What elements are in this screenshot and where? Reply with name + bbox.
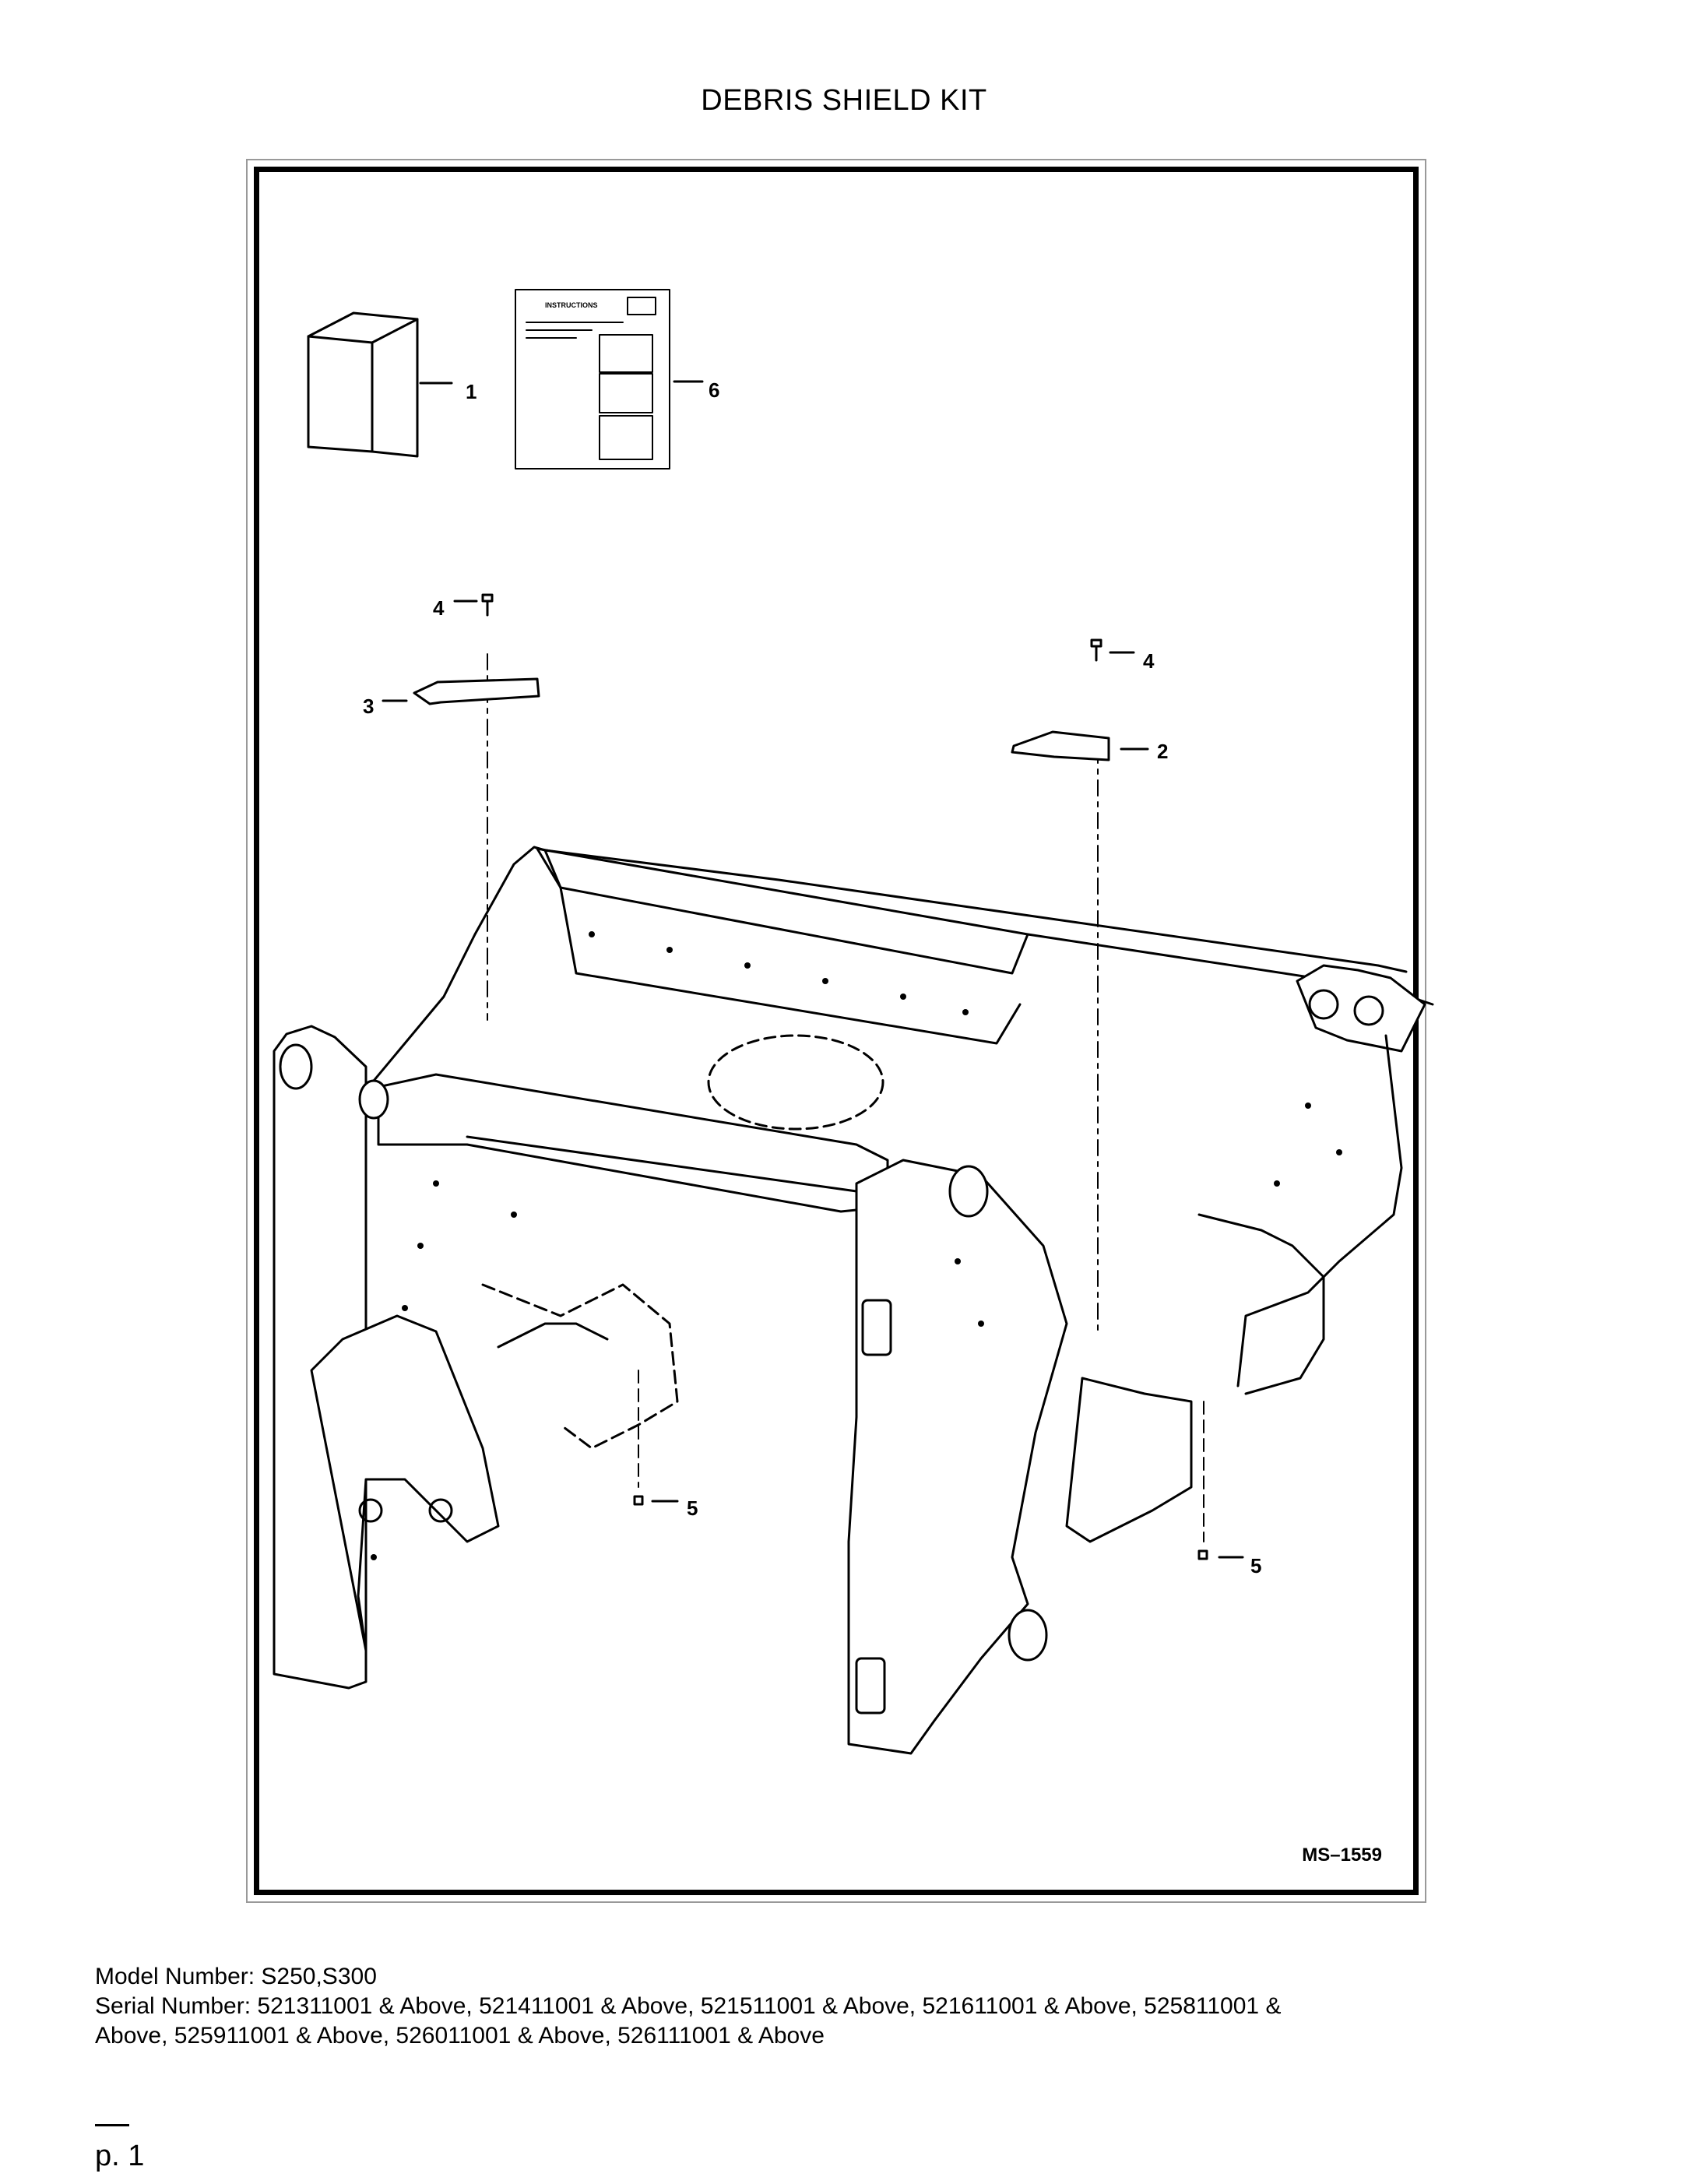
page-marker <box>95 2124 129 2126</box>
model-serial-info: Model Number: S250,S300 Serial Number: 5… <box>95 1962 1621 2051</box>
shield-bracket-right-part <box>1011 730 1149 761</box>
kit-box-part <box>307 311 453 458</box>
serial-number-line-2: Above, 525911001 & Above, 526011001 & Ab… <box>95 2023 825 2049</box>
bolt-right-part <box>1090 638 1135 662</box>
callout-5-left: 5 <box>687 1496 698 1520</box>
nut-left-part <box>633 1495 679 1506</box>
figure-border: MS–1559 <box>254 167 1419 1895</box>
shield-bracket-left-part <box>382 677 540 705</box>
model-number: Model Number: S250,S300 <box>95 1964 377 1989</box>
figure-id: MS–1559 <box>1302 1845 1382 1866</box>
page-number: p. 1 <box>95 2140 145 2172</box>
figure-frame: MS–1559 <box>246 159 1426 1903</box>
callout-3: 3 <box>363 695 374 718</box>
nut-right-part <box>1197 1549 1244 1560</box>
instruction-sheet-header: INSTRUCTIONS <box>545 301 598 309</box>
page-title: DEBRIS SHIELD KIT <box>701 84 987 117</box>
callout-1: 1 <box>466 380 477 403</box>
serial-number-line-1: Serial Number: 521311001 & Above, 521411… <box>95 1993 1282 2019</box>
loader-frame-part <box>273 846 1434 1755</box>
callout-6: 6 <box>709 378 719 402</box>
bolt-left-part <box>453 593 494 617</box>
instruction-sheet-part <box>515 289 704 470</box>
callout-4-right: 4 <box>1143 649 1155 673</box>
callout-2: 2 <box>1157 740 1168 763</box>
callout-5-right: 5 <box>1250 1554 1261 1577</box>
callout-4-left: 4 <box>433 596 445 620</box>
